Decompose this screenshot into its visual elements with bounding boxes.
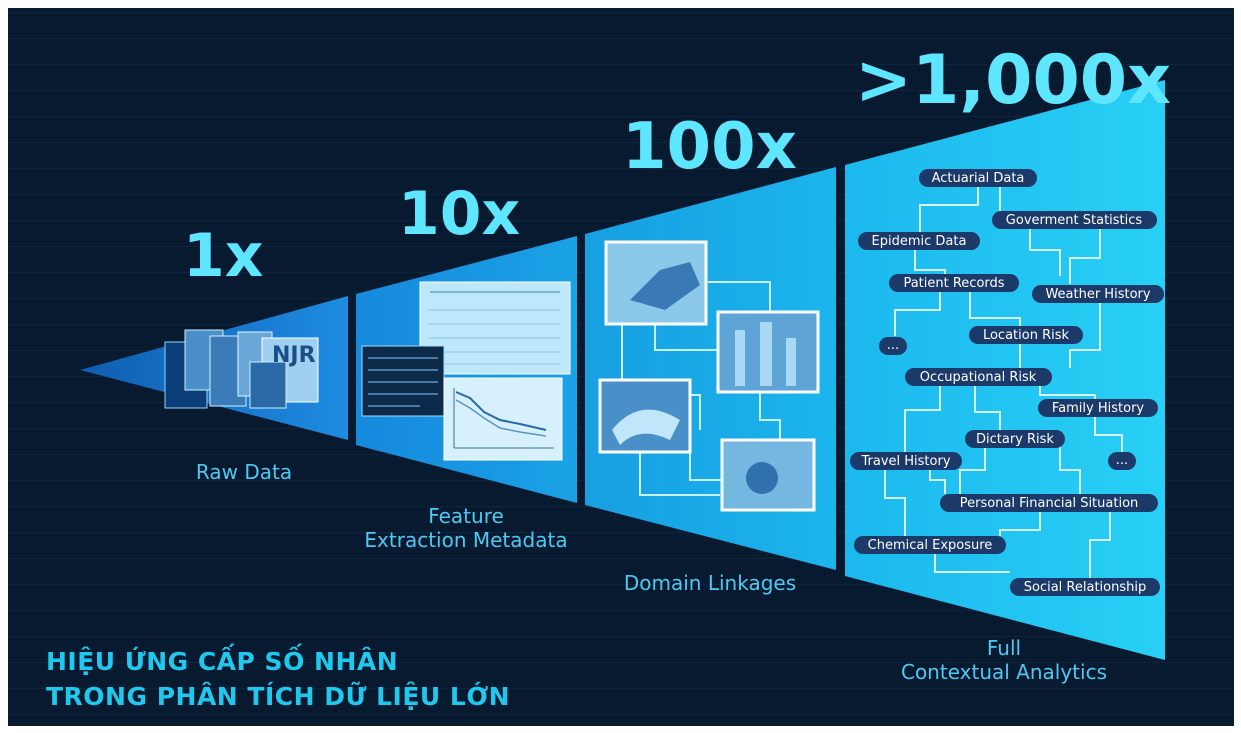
multiplier-1000x: >1,000x (855, 41, 1171, 120)
tag-label: Goverment Statistics (1006, 213, 1143, 228)
raw-data-documents: NJR (164, 329, 319, 409)
tag-family-history: Family History (1038, 399, 1158, 417)
tag-label: Social Relationship (1024, 580, 1146, 595)
tag-label: Travel History (860, 454, 950, 469)
tag-label: Occupational Risk (920, 370, 1037, 385)
journal-logo-text: NJR (272, 343, 316, 368)
stage-label-full-line1: Full (987, 636, 1021, 660)
tag-patient-records: Patient Records (889, 274, 1019, 292)
tag-label: Dictary Risk (976, 432, 1054, 447)
tag-travel-history: Travel History (850, 452, 962, 470)
tag-chemical-exposure: Chemical Exposure (854, 536, 1006, 554)
tag-label: Patient Records (903, 276, 1004, 291)
tag-occupational-risk: Occupational Risk (905, 368, 1052, 386)
tag-personal-financial-situation: Personal Financial Situation (940, 494, 1158, 512)
tag-government-statistics: Goverment Statistics (992, 211, 1157, 229)
multiplier-10x: 10x (398, 179, 520, 249)
title-line-1: HIỆU ỨNG CẤP SỐ NHÂN (46, 643, 398, 676)
tag-label: Personal Financial Situation (960, 496, 1139, 511)
contextual-network-lines (884, 186, 1123, 578)
stage-label-feature-line1: Feature (428, 504, 504, 528)
multiplier-100x: 100x (622, 110, 797, 184)
tag-weather-history: Weather History (1032, 285, 1164, 303)
domain-linkages-network (598, 240, 820, 512)
tag-epidemic-data: Epidemic Data (858, 232, 980, 250)
tag-label: Chemical Exposure (868, 538, 993, 553)
tag-social-relationship: Social Relationship (1010, 578, 1160, 596)
tag-label: ... (1116, 453, 1128, 468)
tag-label: Location Risk (983, 328, 1070, 343)
stage-label-raw-data: Raw Data (196, 460, 292, 484)
tag-label: Actuarial Data (932, 171, 1025, 186)
tag-label: Weather History (1045, 287, 1150, 302)
tag-actuarial-data: Actuarial Data (919, 169, 1037, 187)
tag-dietary-risk: Dictary Risk (965, 430, 1065, 448)
stage-label-domain-linkages: Domain Linkages (624, 571, 796, 595)
tag-label: Epidemic Data (872, 234, 967, 249)
tag-location-risk: Location Risk (969, 326, 1083, 344)
tag-label: ... (887, 338, 899, 353)
title-line-2: TRONG PHÂN TÍCH DỮ LIỆU LỚN (46, 681, 510, 711)
feature-extraction-documents (361, 281, 571, 461)
multiplier-1x: 1x (183, 221, 263, 291)
tag-label: Family History (1052, 401, 1145, 416)
tag-ellipsis-left: ... (879, 337, 907, 355)
tag-ellipsis-right: ... (1108, 452, 1136, 470)
stage-label-full-line2: Contextual Analytics (901, 660, 1107, 684)
stage-label-feature-line2: Extraction Metadata (364, 528, 567, 552)
